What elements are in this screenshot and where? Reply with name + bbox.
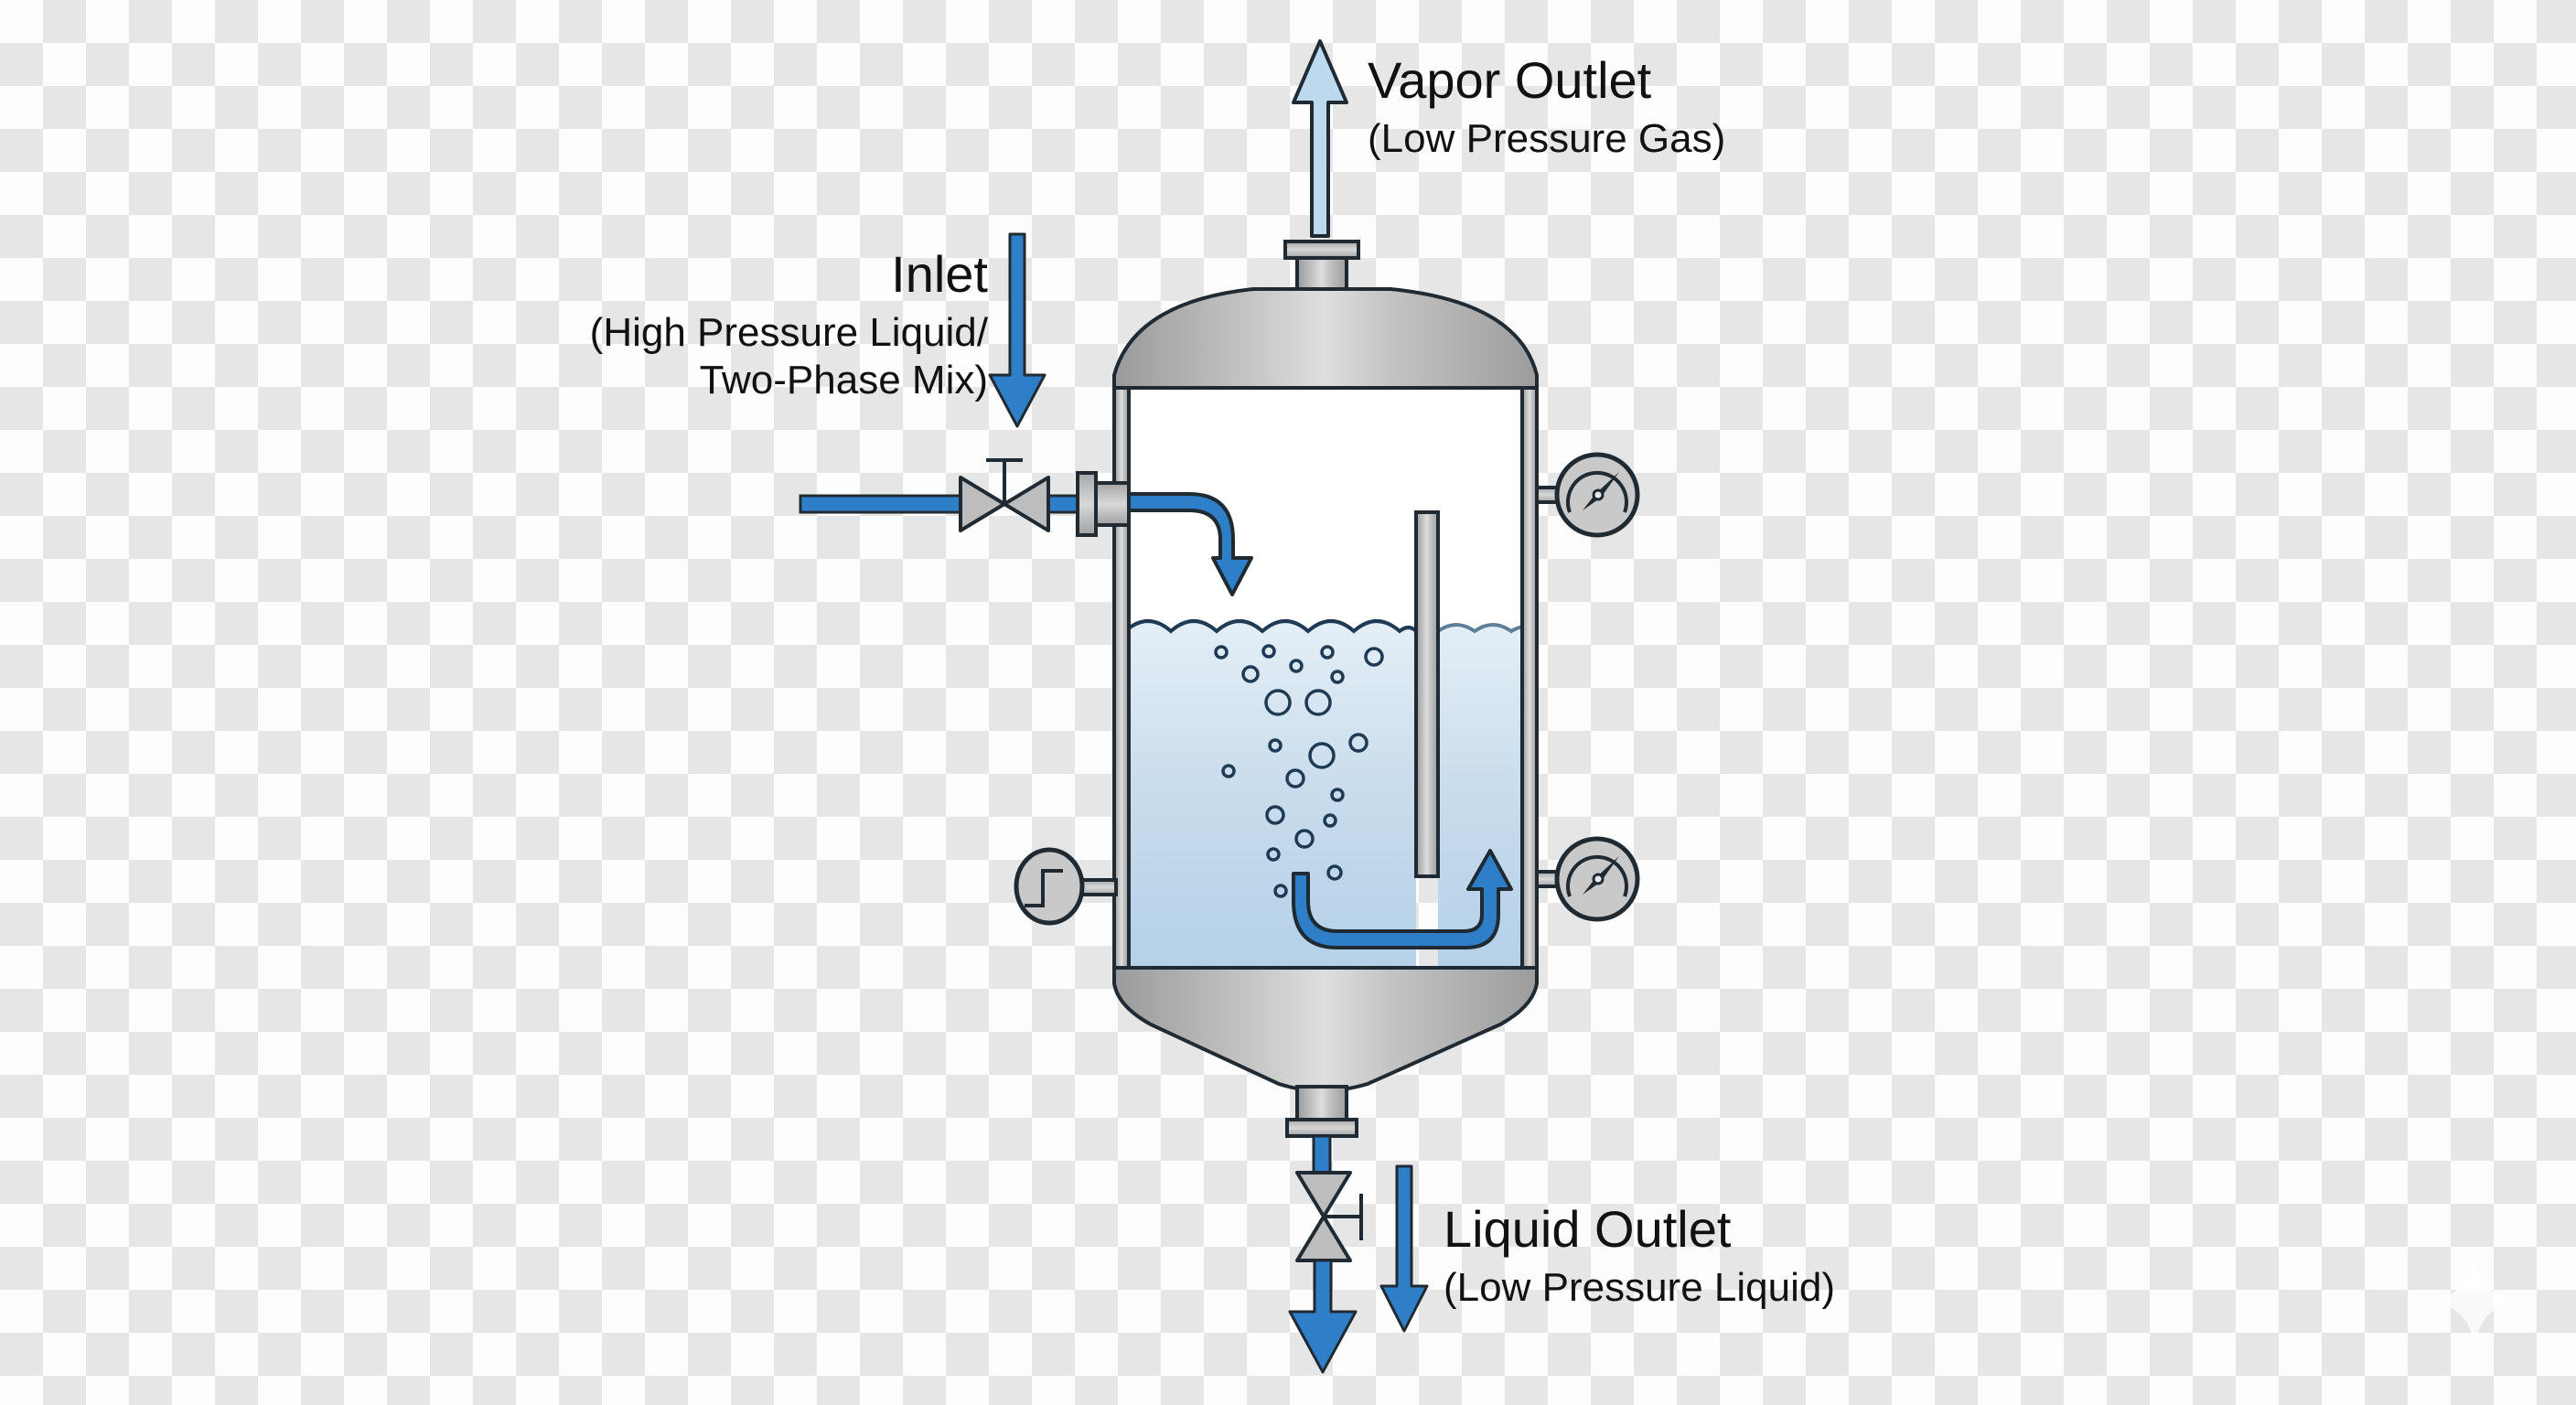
vapor-outlet-title: Vapor Outlet (1368, 51, 1652, 109)
liquid-surface (1123, 619, 1418, 634)
pressure-gauge-top (1535, 452, 1640, 538)
inlet-flow-arrow (1123, 492, 1253, 596)
inlet-subtitle-line2: Two-Phase Mix) (699, 358, 988, 402)
liquid-flow-arrow (1292, 849, 1513, 949)
top-nozzle (1283, 240, 1360, 293)
separator-vessel (1112, 287, 1539, 1093)
vapor-bubbles (1214, 644, 1384, 898)
vapor-outlet-subtitle: (Low Pressure Gas) (1368, 116, 1726, 161)
pressure-gauge-bottom (1535, 836, 1640, 922)
inlet-nozzle (1076, 471, 1131, 537)
inlet-title: Inlet (891, 245, 988, 303)
sparkle-watermark (2431, 1258, 2517, 1345)
liquid-outlet-label: Liquid Outlet (Low Pressure Liquid) (1444, 1204, 1835, 1308)
liquid-outlet-pipe (1312, 1134, 1332, 1174)
liquid-outlet-arrow (1288, 1259, 1358, 1374)
inlet-subtitle-line1: (High Pressure Liquid/ (589, 310, 988, 355)
inlet-arrow (988, 232, 1046, 428)
liquid-region (1123, 619, 1527, 968)
inlet-valve (959, 458, 1050, 532)
outlet-valve (1295, 1171, 1363, 1262)
liquid-outlet-flow-arrow (1379, 1164, 1429, 1333)
bottom-nozzle (1285, 1085, 1358, 1138)
inlet-label: Inlet (High Pressure Liquid/ Two-Phase M… (590, 249, 988, 401)
liquid-outlet-subtitle: (Low Pressure Liquid) (1444, 1265, 1835, 1310)
vapor-outlet-label: Vapor Outlet (Low Pressure Gas) (1368, 55, 1725, 159)
liquid-outlet-title: Liquid Outlet (1444, 1200, 1732, 1258)
internal-baffle (1414, 510, 1440, 878)
top-dome (1112, 287, 1539, 390)
bottom-cone (1112, 966, 1539, 1093)
vapor-outlet-arrow (1292, 39, 1348, 238)
level-switch (1014, 847, 1118, 926)
